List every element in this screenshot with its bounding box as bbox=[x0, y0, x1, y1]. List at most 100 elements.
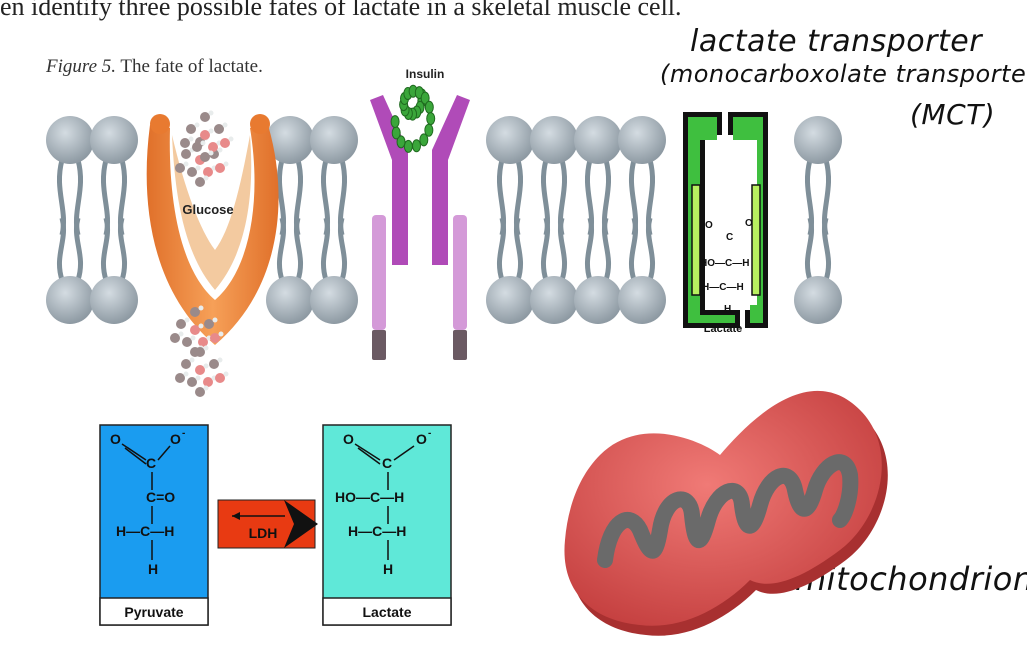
lipid-tail bbox=[320, 217, 330, 281]
glucose-hydrogen bbox=[200, 140, 206, 146]
lactate-box: O O - C HO—C—H H—C—H H Lactate bbox=[322, 424, 452, 626]
glucose-hydrogen bbox=[203, 363, 209, 369]
glucose-atom bbox=[187, 167, 197, 177]
lipid-tail bbox=[646, 217, 656, 281]
glucose-hydrogen bbox=[189, 357, 195, 363]
mct-ho-row: HO—C—H bbox=[700, 258, 749, 269]
pyruvate-carboxyl-c: C bbox=[146, 455, 156, 471]
glucose-hydrogen bbox=[203, 385, 209, 391]
glucose-hydrogen bbox=[183, 371, 189, 377]
ldh-label: LDH bbox=[249, 525, 278, 541]
glucose-atom bbox=[195, 365, 205, 375]
figure-caption: Figure 5. The fate of lactate. bbox=[46, 56, 263, 78]
glucose-hydrogen bbox=[194, 122, 200, 128]
glucose-atom bbox=[209, 359, 219, 369]
lipid-tail bbox=[584, 217, 594, 281]
pyruvate-methyl-row: H—C—H bbox=[116, 523, 174, 539]
pyruvate-o-right: O bbox=[170, 431, 181, 447]
glucose-hydrogen bbox=[190, 335, 196, 341]
glucose-atom bbox=[208, 142, 218, 152]
glucose-molecule-intracellular bbox=[175, 345, 229, 397]
lipid-tail bbox=[558, 217, 568, 281]
glucose-atom bbox=[175, 373, 185, 383]
glucose-hydrogen bbox=[208, 110, 214, 116]
lipid-head bbox=[486, 276, 534, 324]
insulin-residue bbox=[424, 123, 434, 137]
lipid-tail bbox=[822, 217, 832, 281]
ldh-enzyme-arrow: LDH bbox=[217, 499, 318, 549]
lipid-head bbox=[266, 276, 314, 324]
glucose-hydrogen bbox=[223, 371, 229, 377]
insulin-residue bbox=[403, 139, 413, 153]
glucose-atom bbox=[180, 138, 190, 148]
glucose-hydrogen bbox=[228, 136, 234, 142]
figure-number: Figure 5. bbox=[46, 56, 117, 77]
glucose-atom bbox=[198, 337, 208, 347]
glucose-atom bbox=[203, 167, 213, 177]
mct-o-right: O bbox=[745, 218, 753, 229]
glucose-hydrogen bbox=[183, 161, 189, 167]
lipid-head bbox=[618, 116, 666, 164]
intro-text: en identify three possible fates of lact… bbox=[0, 0, 682, 21]
lipid-bilayer bbox=[46, 116, 842, 324]
glucose-transporter bbox=[146, 114, 279, 345]
insulin-residue bbox=[396, 135, 406, 149]
glucose-hydrogen bbox=[218, 331, 224, 337]
glucose-atom bbox=[181, 149, 191, 159]
lipid-tail bbox=[540, 217, 550, 281]
lipid-tail bbox=[804, 217, 814, 281]
lactate-methyl-row: H—C—H bbox=[348, 523, 406, 539]
insulin-receptor bbox=[370, 95, 470, 360]
lactate-o-left: O bbox=[343, 431, 354, 447]
glucose-atom bbox=[200, 152, 210, 162]
lipid-head bbox=[46, 276, 94, 324]
glucose-atom bbox=[181, 359, 191, 369]
figure-title: The fate of lactate. bbox=[116, 56, 263, 77]
lipid-tail bbox=[100, 217, 110, 281]
glucose-atom bbox=[215, 373, 225, 383]
glucose-hydrogen bbox=[212, 317, 218, 323]
lipid-head bbox=[90, 276, 138, 324]
lactate-charge: - bbox=[428, 428, 431, 439]
glucose-hydrogen bbox=[208, 150, 214, 156]
insulin-label: Insulin bbox=[406, 67, 445, 81]
glucose-hydrogen bbox=[195, 165, 201, 171]
glucose-atom bbox=[195, 387, 205, 397]
mct-bottom-h: H bbox=[724, 304, 731, 315]
glucose-hydrogen bbox=[222, 122, 228, 128]
lactate-bottom-h: H bbox=[383, 561, 393, 577]
insulin-molecule bbox=[390, 84, 436, 153]
lipid-tails bbox=[56, 159, 832, 281]
glucose-hydrogen bbox=[217, 357, 223, 363]
glucose-atom bbox=[182, 337, 192, 347]
pyruvate-o-left: O bbox=[110, 431, 121, 447]
glucose-hydrogen bbox=[208, 128, 214, 134]
lipid-head bbox=[574, 276, 622, 324]
glucose-hydrogen bbox=[198, 305, 204, 311]
glucose-atom bbox=[215, 163, 225, 173]
glucose-atom bbox=[186, 124, 196, 134]
insulin-residue bbox=[420, 91, 430, 105]
glucose-atom bbox=[187, 377, 197, 387]
insulin-residue bbox=[419, 133, 429, 147]
glucose-hydrogen bbox=[217, 147, 223, 153]
insulin-residue bbox=[390, 115, 400, 129]
glucose-atom bbox=[176, 319, 186, 329]
glucose-hydrogen bbox=[178, 331, 184, 337]
lipid-head bbox=[530, 116, 578, 164]
lipid-tail bbox=[514, 217, 524, 281]
lipid-head bbox=[266, 116, 314, 164]
pyruvate-ketone: C=O bbox=[146, 489, 175, 505]
glucose-hydrogen bbox=[188, 136, 194, 142]
glucose-atom bbox=[192, 142, 202, 152]
lipid-tail bbox=[294, 217, 304, 281]
lipid-tail bbox=[276, 217, 286, 281]
glucose-atom bbox=[200, 112, 210, 122]
lipid-head bbox=[486, 116, 534, 164]
glucose-atom bbox=[214, 124, 224, 134]
glucose-molecule-transit bbox=[170, 305, 224, 357]
handwritten-transporter-fullname: (monocarboxolate transporter) bbox=[660, 60, 1027, 88]
lipid-heads-outer bbox=[46, 116, 842, 164]
lipid-tail bbox=[628, 217, 638, 281]
